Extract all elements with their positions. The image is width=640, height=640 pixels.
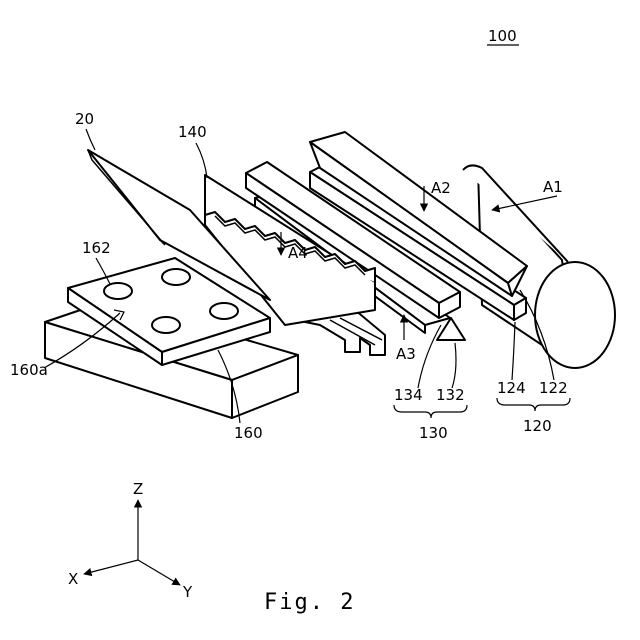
axis-z-label: Z — [133, 480, 143, 498]
svg-text:132: 132 — [436, 386, 465, 404]
svg-text:162: 162 — [82, 239, 111, 257]
axis-triad: Z X Y — [68, 480, 193, 601]
svg-text:140: 140 — [178, 123, 207, 141]
svg-text:130: 130 — [419, 424, 448, 442]
svg-text:122: 122 — [539, 379, 568, 397]
svg-text:160: 160 — [234, 424, 263, 442]
svg-text:A1: A1 — [543, 178, 563, 196]
svg-text:120: 120 — [523, 417, 552, 435]
svg-text:A3: A3 — [396, 345, 416, 363]
brace-120: 120 — [497, 398, 570, 435]
svg-text:100: 100 — [488, 27, 517, 45]
svg-text:160a: 160a — [10, 361, 48, 379]
label-132: 132 — [436, 343, 465, 404]
svg-text:134: 134 — [394, 386, 423, 404]
axis-y-label: Y — [182, 583, 193, 601]
label-162: 162 — [82, 239, 111, 284]
brace-130: 130 — [394, 405, 467, 442]
label-100: 100 — [487, 27, 519, 45]
svg-text:20: 20 — [75, 110, 94, 128]
label-140: 140 — [178, 123, 207, 178]
axis-x-label: X — [68, 570, 78, 588]
svg-text:124: 124 — [497, 379, 526, 397]
label-124: 124 — [497, 322, 526, 397]
svg-text:A2: A2 — [431, 179, 451, 197]
label-134: 134 — [394, 325, 441, 404]
svg-text:A4: A4 — [288, 244, 308, 262]
label-20: 20 — [75, 110, 95, 150]
figure-caption: Fig. 2 — [264, 590, 355, 615]
